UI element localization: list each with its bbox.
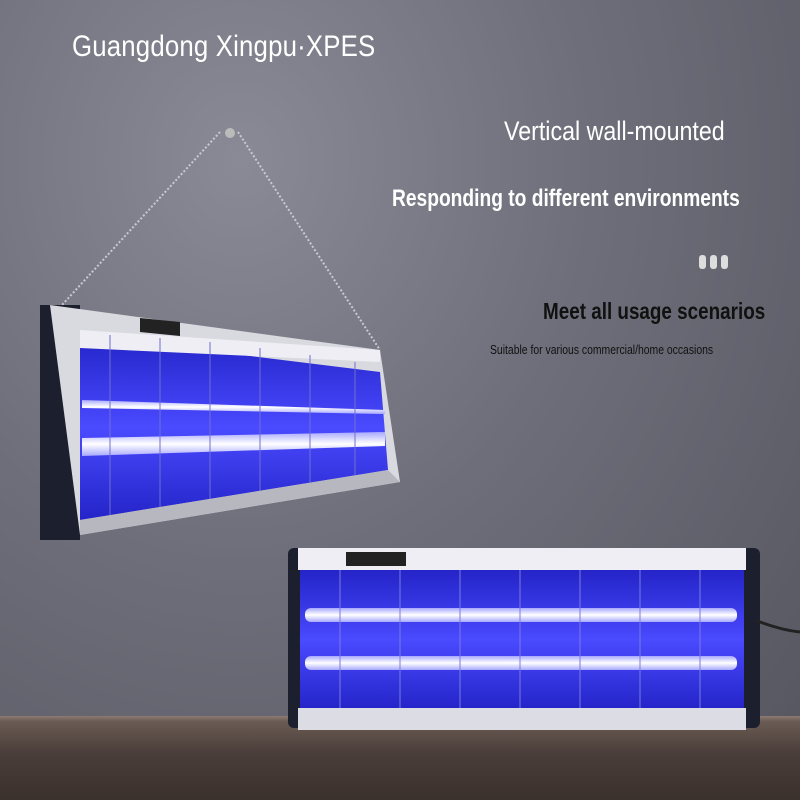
wooden-shelf — [0, 722, 800, 800]
brand-title: Guangdong Xingpu·XPES — [72, 30, 376, 63]
wall-mounted-unit — [40, 305, 400, 540]
scenario-title: Meet all usage scenarios — [543, 298, 766, 324]
wall-hook-icon — [225, 128, 235, 138]
hanging-chain — [61, 131, 381, 351]
standing-unit — [288, 548, 800, 730]
subheadline: Responding to different environments — [392, 185, 740, 212]
scenario-caption: Suitable for various commercial/home occ… — [490, 342, 714, 357]
headline: Vertical wall-mounted — [504, 116, 725, 146]
page-dots-icon — [699, 255, 739, 269]
